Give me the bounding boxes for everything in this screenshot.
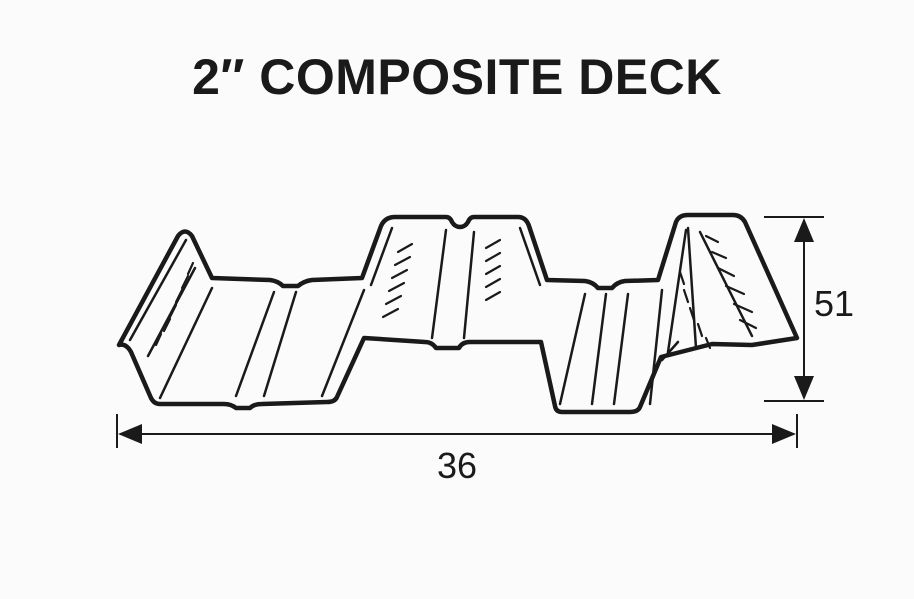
inner-line [158, 286, 214, 400]
embossments [154, 234, 758, 350]
inner-line [666, 228, 688, 354]
inner-line [590, 292, 608, 406]
inner-line [462, 230, 476, 340]
emboss-dash [180, 274, 190, 290]
width-dimension [116, 414, 798, 448]
emboss-dash [484, 264, 502, 276]
emboss-dash [704, 336, 712, 350]
emboss-dash [688, 306, 696, 322]
emboss-dash [484, 251, 502, 263]
width-label: 36 [437, 445, 477, 486]
inner-line [660, 340, 680, 362]
emboss-dash [710, 250, 728, 260]
emboss-dash [484, 290, 502, 302]
inner-line [518, 226, 542, 287]
inner-line [369, 226, 394, 287]
inner-line [320, 288, 366, 398]
deck-inner-lines [128, 226, 754, 406]
inner-line [686, 226, 698, 350]
emboss-dash [682, 288, 690, 304]
emboss-dash [732, 302, 754, 314]
emboss-dash [704, 234, 720, 244]
emboss-dash [393, 255, 412, 267]
emboss-dash [738, 318, 758, 330]
emboss-dash [484, 238, 502, 250]
inner-line [698, 230, 754, 338]
emboss-dash [396, 242, 414, 254]
inner-line [430, 228, 448, 340]
emboss-dash [484, 277, 502, 289]
emboss-dash [168, 303, 178, 319]
inner-line [648, 288, 664, 406]
emboss-dash [186, 261, 195, 276]
deck-outline [116, 212, 800, 415]
diagram-title: 2″ COMPOSITE DECK [192, 49, 722, 105]
inner-line [234, 290, 276, 398]
emboss-dash [716, 266, 736, 278]
emboss-dash [162, 317, 172, 333]
height-dimension [764, 216, 824, 402]
emboss-dash [678, 270, 686, 286]
emboss-dash [724, 284, 746, 296]
emboss-dash [384, 294, 403, 306]
emboss-dash [390, 268, 409, 280]
emboss-dash [387, 281, 406, 293]
inner-line [262, 290, 298, 398]
deck-outer-edge [116, 212, 800, 415]
emboss-dash [174, 288, 184, 304]
emboss-dash [696, 322, 704, 338]
height-label: 51 [814, 283, 854, 324]
inner-line [558, 292, 587, 406]
emboss-dash [381, 307, 400, 319]
inner-line [612, 292, 630, 406]
emboss-dash [154, 332, 163, 347]
inner-line [128, 238, 188, 342]
